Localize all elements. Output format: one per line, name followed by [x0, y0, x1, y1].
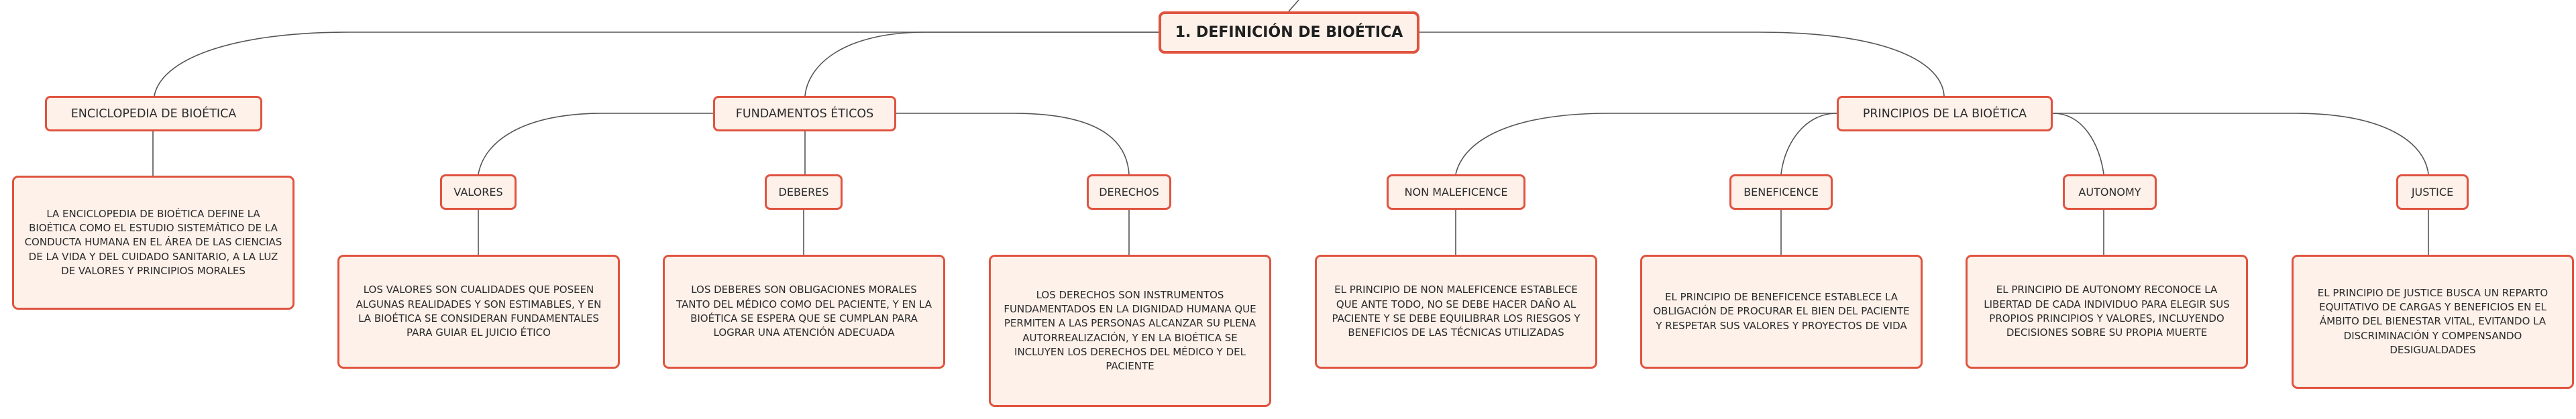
connector-principios-nonmal — [1455, 113, 1837, 175]
topic-autonomy[interactable]: AUTONOMY — [2063, 174, 2157, 210]
topic-derechos[interactable]: DERECHOS — [1087, 174, 1171, 210]
connector-root-fundamentos — [804, 32, 1159, 97]
connector-principios-auton — [2052, 113, 2104, 175]
topic-enciclopedia[interactable]: ENCICLOPEDIA DE BIOÉTICA — [45, 96, 262, 131]
connector-fundamentos-derechos — [896, 113, 1130, 175]
desc-valores[interactable]: LOS VALORES SON CUALIDADES QUE POSEEN AL… — [337, 255, 620, 369]
desc-beneficence[interactable]: EL PRINCIPIO DE BENEFICENCE ESTABLECE LA… — [1640, 255, 1923, 369]
topic-non-maleficence[interactable]: NON MALEFICENCE — [1387, 174, 1525, 210]
topic-valores[interactable]: VALORES — [440, 174, 517, 210]
connector-root-enciclopedia — [154, 32, 1159, 97]
desc-justice[interactable]: EL PRINCIPIO DE JUSTICE BUSCA UN REPARTO… — [2292, 255, 2574, 389]
desc-autonomy[interactable]: EL PRINCIPIO DE AUTONOMY RECONOCE LA LIB… — [1966, 255, 2248, 369]
root-topic[interactable]: 1. DEFINICIÓN DE BIOÉTICA — [1159, 11, 1419, 54]
topic-deberes[interactable]: DEBERES — [765, 174, 843, 210]
topic-principios[interactable]: PRINCIPIOS DE LA BIOÉTICA — [1837, 96, 2053, 131]
connector-principios-benef — [1780, 113, 1837, 175]
desc-derechos[interactable]: LOS DERECHOS SON INSTRUMENTOS FUNDAMENTA… — [989, 255, 1271, 407]
topic-beneficence[interactable]: BENEFICENCE — [1729, 174, 1833, 210]
topic-fundamentos-eticos[interactable]: FUNDAMENTOS ÉTICOS — [713, 96, 896, 131]
connector-principios-justice — [2053, 113, 2429, 175]
connector-root-stub — [1288, 0, 1299, 12]
topic-justice[interactable]: JUSTICE — [2396, 174, 2469, 210]
desc-non-maleficence[interactable]: EL PRINCIPIO DE NON MALEFICENCE ESTABLEC… — [1315, 255, 1597, 369]
desc-enciclopedia[interactable]: LA ENCICLOPEDIA DE BIOÉTICA DEFINE LA BI… — [12, 176, 294, 310]
connector-fundamentos-valores — [478, 113, 713, 175]
connector-root-principios — [1419, 32, 1945, 97]
desc-deberes[interactable]: LOS DEBERES SON OBLIGACIONES MORALES TAN… — [663, 255, 945, 369]
